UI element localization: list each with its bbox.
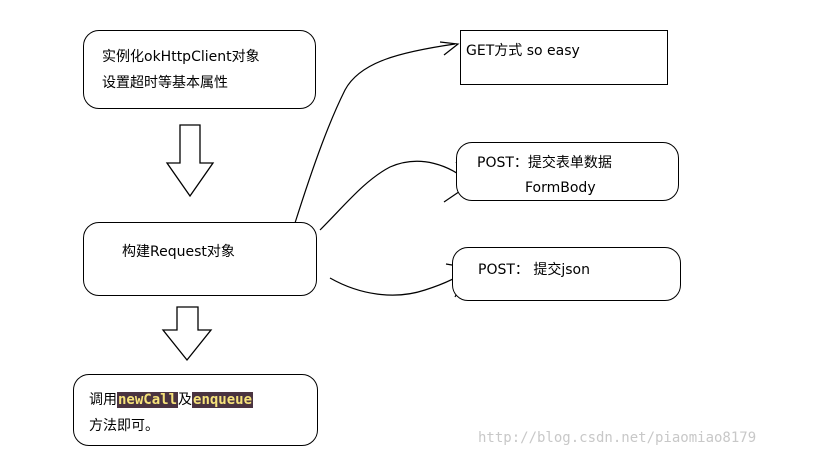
curve-request-to-post-json <box>329 267 471 296</box>
node-get: GET方式 so easy <box>460 30 668 85</box>
node-init-line1: 实例化okHttpClient对象 <box>102 49 260 65</box>
curve-request-to-get <box>294 43 456 224</box>
node-call-prefix: 调用 <box>89 392 117 408</box>
node-request-line1: 构建Request对象 <box>122 244 235 260</box>
node-call-mid: 及 <box>178 392 193 408</box>
node-call-line2: 方法即可。 <box>89 418 159 434</box>
node-get-line1: GET方式 so easy <box>466 43 580 59</box>
node-init: 实例化okHttpClient对象 设置超时等基本属性 <box>83 30 316 109</box>
node-call-line1: 调用newCall及enqueue <box>89 389 254 411</box>
code-newcall: newCall <box>117 392 179 408</box>
curve-request-to-post-form <box>319 160 471 231</box>
node-request: 构建Request对象 <box>83 222 317 296</box>
node-call: 调用newCall及enqueue 方法即可。 <box>73 374 318 446</box>
node-post-json: POST： 提交json <box>452 247 681 301</box>
node-post-form-line1: POST：提交表单数据 <box>477 155 612 171</box>
down-arrow-request-to-call <box>161 306 213 362</box>
code-enqueue: enqueue <box>192 392 254 408</box>
node-post-form-line2: FormBody <box>525 180 596 196</box>
node-post-json-line1: POST： 提交json <box>478 262 590 278</box>
down-arrow-init-to-request <box>165 124 215 198</box>
node-init-line2: 设置超时等基本属性 <box>102 75 228 91</box>
arrowhead-get <box>439 41 460 56</box>
watermark: http://blog.csdn.net/piaomiao8179 <box>478 430 757 446</box>
node-post-form: POST：提交表单数据 FormBody <box>456 142 679 201</box>
